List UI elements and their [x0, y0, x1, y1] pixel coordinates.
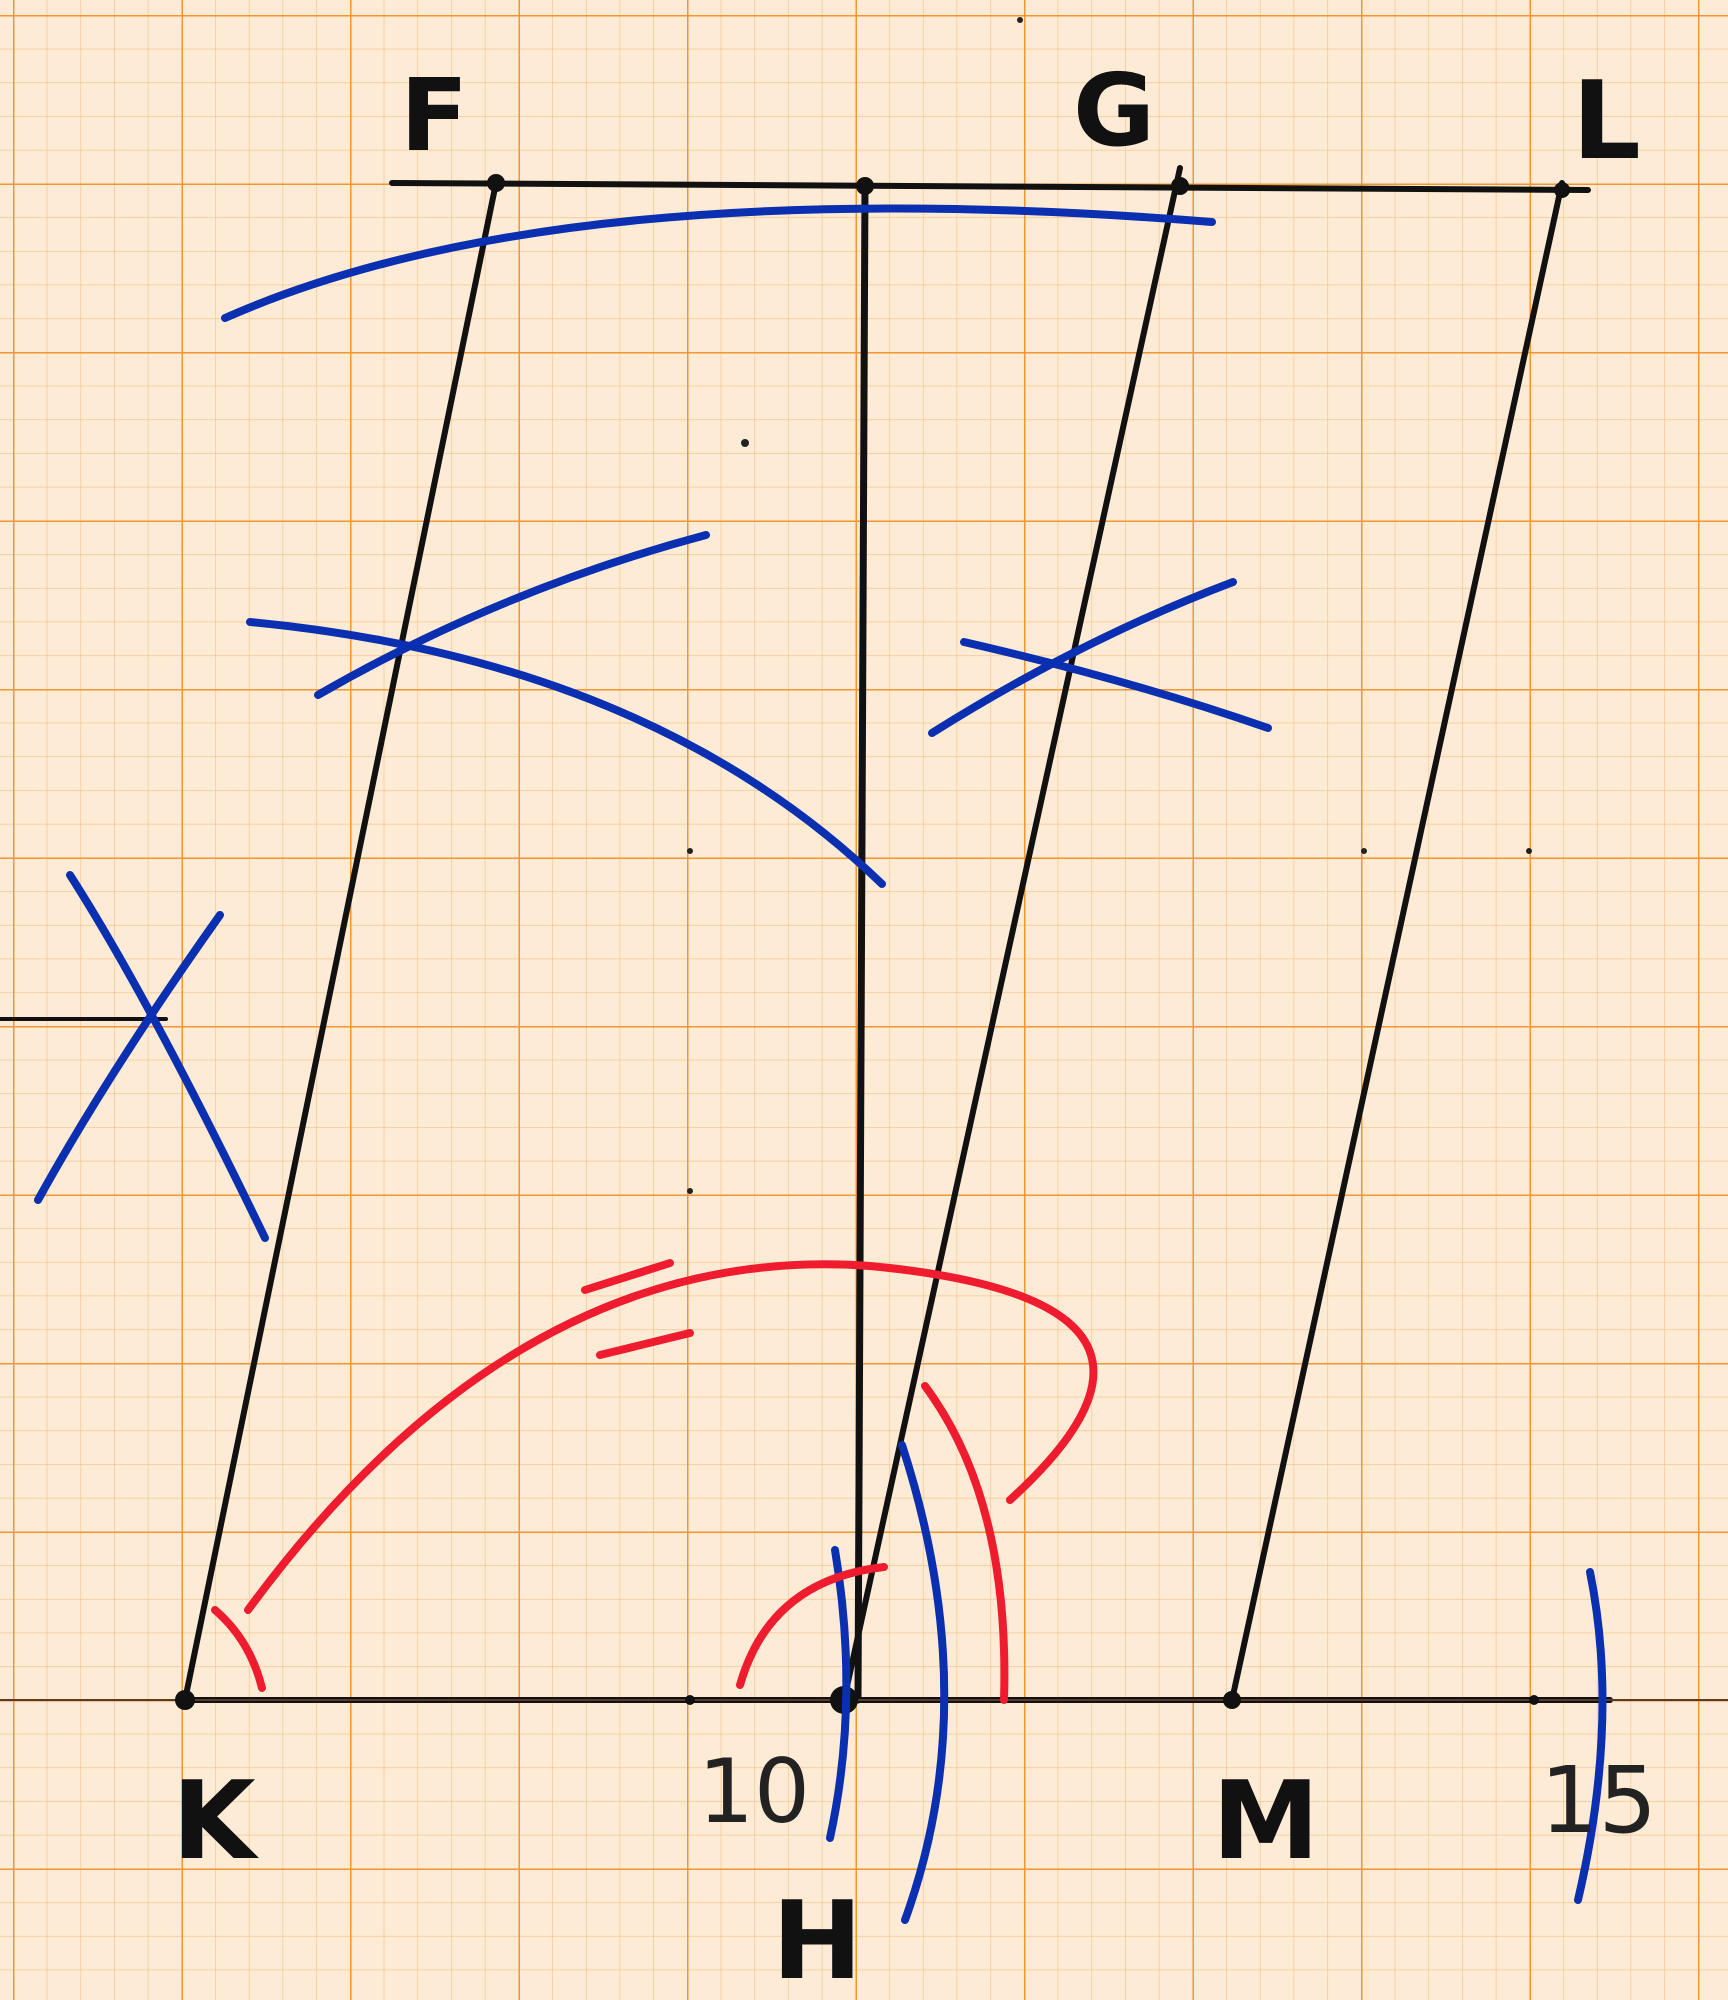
arc-far-left-a: [66, 871, 269, 1242]
reference-dots: [687, 17, 1532, 1194]
label-M: M: [1212, 1759, 1319, 1884]
point-K-marker: [175, 1690, 195, 1710]
arc-right-edge: [1574, 1568, 1607, 1904]
top-line-FL: [389, 180, 1591, 193]
point-L-marker: [1554, 182, 1570, 198]
arc-right-upper: [928, 578, 1237, 737]
blue-arcs: [34, 204, 1607, 1924]
arc-far-left-b: [34, 911, 224, 1204]
red-big-arc: [244, 1260, 1098, 1614]
point-top-mid-marker: [856, 177, 874, 195]
label-F: F: [400, 57, 468, 174]
red-arc-H-left: [736, 1563, 888, 1689]
arc-bottom-outer: [898, 1441, 949, 1924]
label-H: H: [772, 1879, 862, 2000]
tick-10-marker: [685, 1695, 695, 1705]
arc-bottom-inner: [826, 1546, 851, 1842]
label-G: G: [1073, 52, 1155, 169]
arc-left-upper: [314, 531, 710, 699]
red-arc-K: [211, 1606, 266, 1692]
segment-KF: [182, 180, 499, 1703]
tick-label-15: 15: [1540, 1747, 1657, 1854]
arc-top: [221, 204, 1216, 322]
segment-ML: [1229, 180, 1565, 1703]
label-L: L: [1572, 59, 1641, 184]
label-K: K: [172, 1759, 259, 1884]
tick-label-10: 10: [698, 1740, 810, 1843]
perpendicular-line: [854, 179, 869, 1704]
red-hash-1: [581, 1259, 674, 1294]
point-G-marker: [1171, 177, 1189, 195]
red-arc-H-right: [921, 1382, 1009, 1704]
point-F-marker: [487, 174, 505, 192]
point-M-marker: [1223, 1691, 1241, 1709]
red-hash-2: [596, 1329, 694, 1359]
point-markers: [175, 174, 1570, 1714]
red-arcs: [211, 1259, 1098, 1704]
tick-15-marker: [1529, 1695, 1539, 1705]
arc-left-lower: [246, 618, 886, 888]
arc-right-lower: [960, 638, 1272, 732]
